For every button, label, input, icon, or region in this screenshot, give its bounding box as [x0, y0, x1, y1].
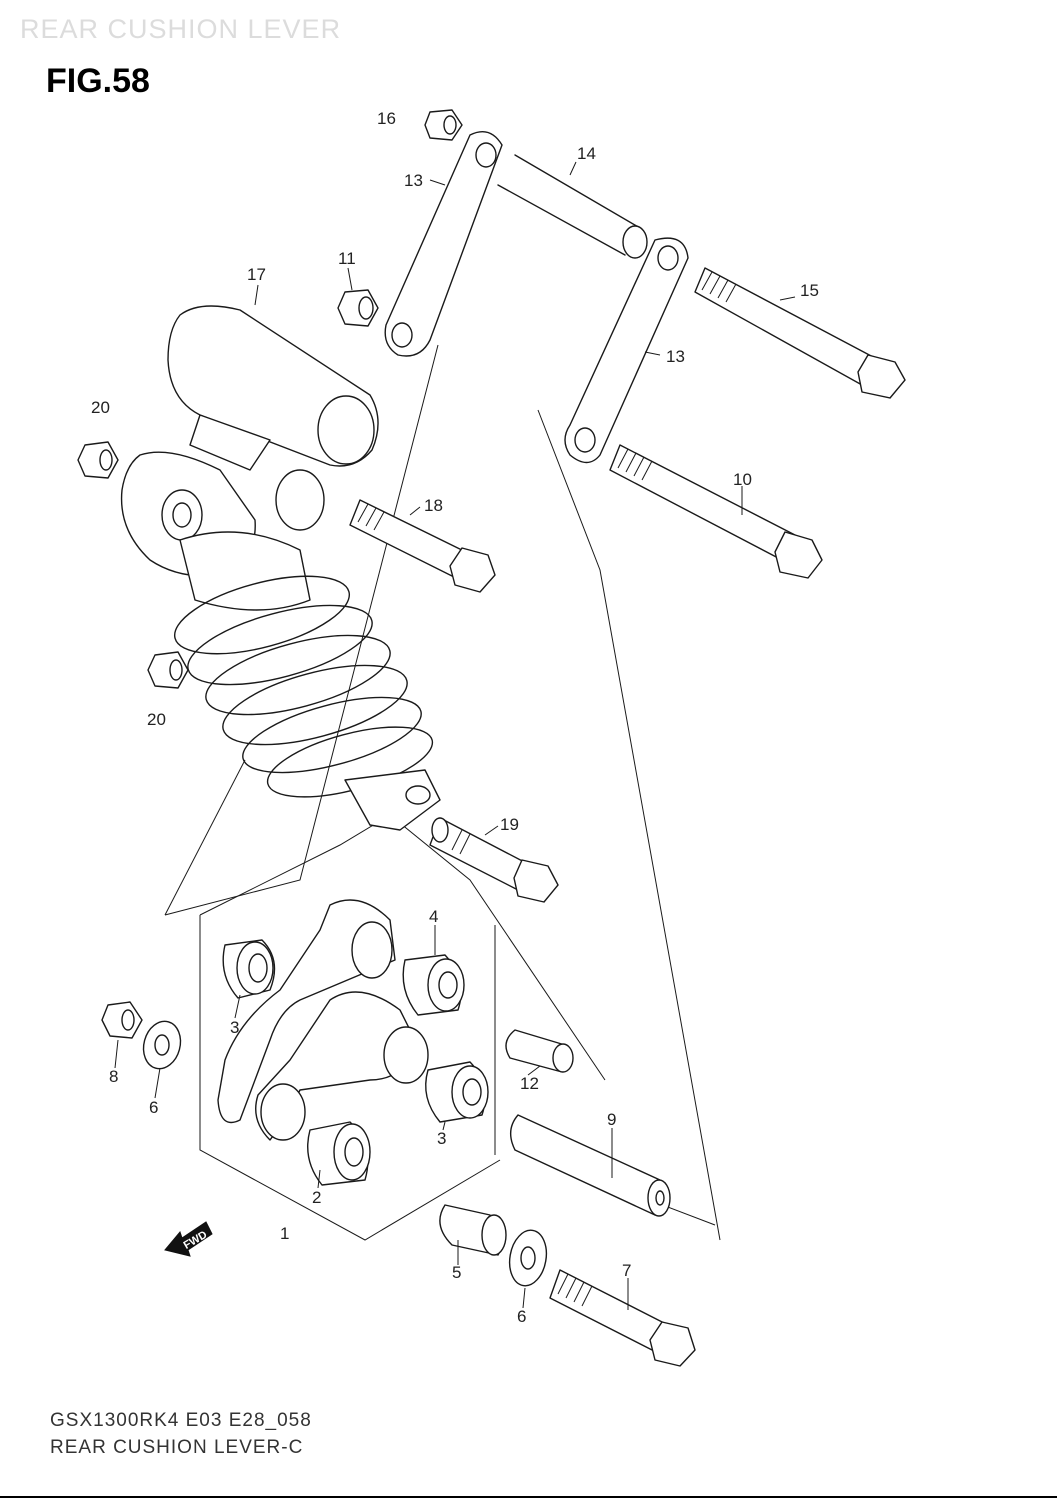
shock-absorber-17: [120, 305, 441, 831]
callout-2: 2: [312, 1188, 321, 1207]
bolt-18: [349, 499, 496, 593]
callout-20-bottom: 20: [147, 710, 166, 729]
callout-10: 10: [733, 470, 752, 489]
callout-4: 4: [429, 907, 438, 926]
bolt-7: [549, 1269, 696, 1367]
callout-14: 14: [577, 144, 596, 163]
callout-6-lower: 6: [517, 1307, 526, 1326]
callout-16: 16: [377, 109, 396, 128]
nut-16: [424, 109, 463, 141]
callout-9: 9: [607, 1110, 616, 1129]
callout-13-lower: 13: [666, 347, 685, 366]
bearing-3-upper: [222, 939, 276, 999]
pipe-9: [510, 1114, 671, 1217]
callout-leaders: [114, 161, 796, 1310]
nut-11: [337, 289, 379, 327]
bottom-border: [0, 1496, 1057, 1498]
bearing-2: [307, 1121, 371, 1186]
footer-diagram-name: REAR CUSHION LEVER-C: [50, 1437, 304, 1458]
callout-3-lower: 3: [437, 1129, 446, 1148]
bolt-15: [694, 267, 906, 399]
callout-8: 8: [109, 1067, 118, 1086]
callout-18: 18: [424, 496, 443, 515]
nut-20-bottom: [147, 651, 189, 689]
figure-title: FIG.58: [46, 62, 150, 100]
linkage-rods: [384, 131, 689, 464]
collar-5: [439, 1204, 507, 1256]
pipe-14: [497, 154, 648, 259]
callout-17: 17: [247, 265, 266, 284]
callout-13-upper: 13: [404, 171, 423, 190]
footer-model-code: GSX1300RK4 E03 E28_058: [50, 1410, 312, 1431]
bolt-10: [609, 444, 823, 579]
callout-11: 11: [338, 249, 356, 268]
bearing-4: [402, 954, 465, 1016]
callout-19: 19: [500, 815, 519, 834]
callout-20-top: 20: [91, 398, 110, 417]
callout-12: 12: [520, 1074, 539, 1093]
washer-6-left: [142, 1020, 182, 1070]
callout-15: 15: [800, 281, 819, 300]
callout-7: 7: [622, 1261, 631, 1280]
nut-8: [101, 1001, 143, 1039]
callout-1: 1: [280, 1224, 289, 1243]
bolt-19: [429, 817, 559, 903]
callout-3-upper: 3: [230, 1018, 239, 1037]
header-ghost-title: REAR CUSHION LEVER: [20, 14, 342, 44]
bearing-3-lower: [425, 1061, 489, 1123]
fwd-label: FWD: [182, 1229, 210, 1252]
fwd-direction-arrow: FWD: [164, 1221, 213, 1257]
callout-numbers: 16 14 13 11 17 15 13 20 10 18 20 19 4 3 …: [91, 109, 819, 1326]
cushion-lever-1: [217, 899, 429, 1141]
pipe-12: [505, 1029, 574, 1073]
washer-6-lower: [508, 1229, 548, 1287]
callout-5: 5: [452, 1263, 461, 1282]
callout-6-left: 6: [149, 1098, 158, 1117]
nut-20-top: [77, 441, 119, 479]
